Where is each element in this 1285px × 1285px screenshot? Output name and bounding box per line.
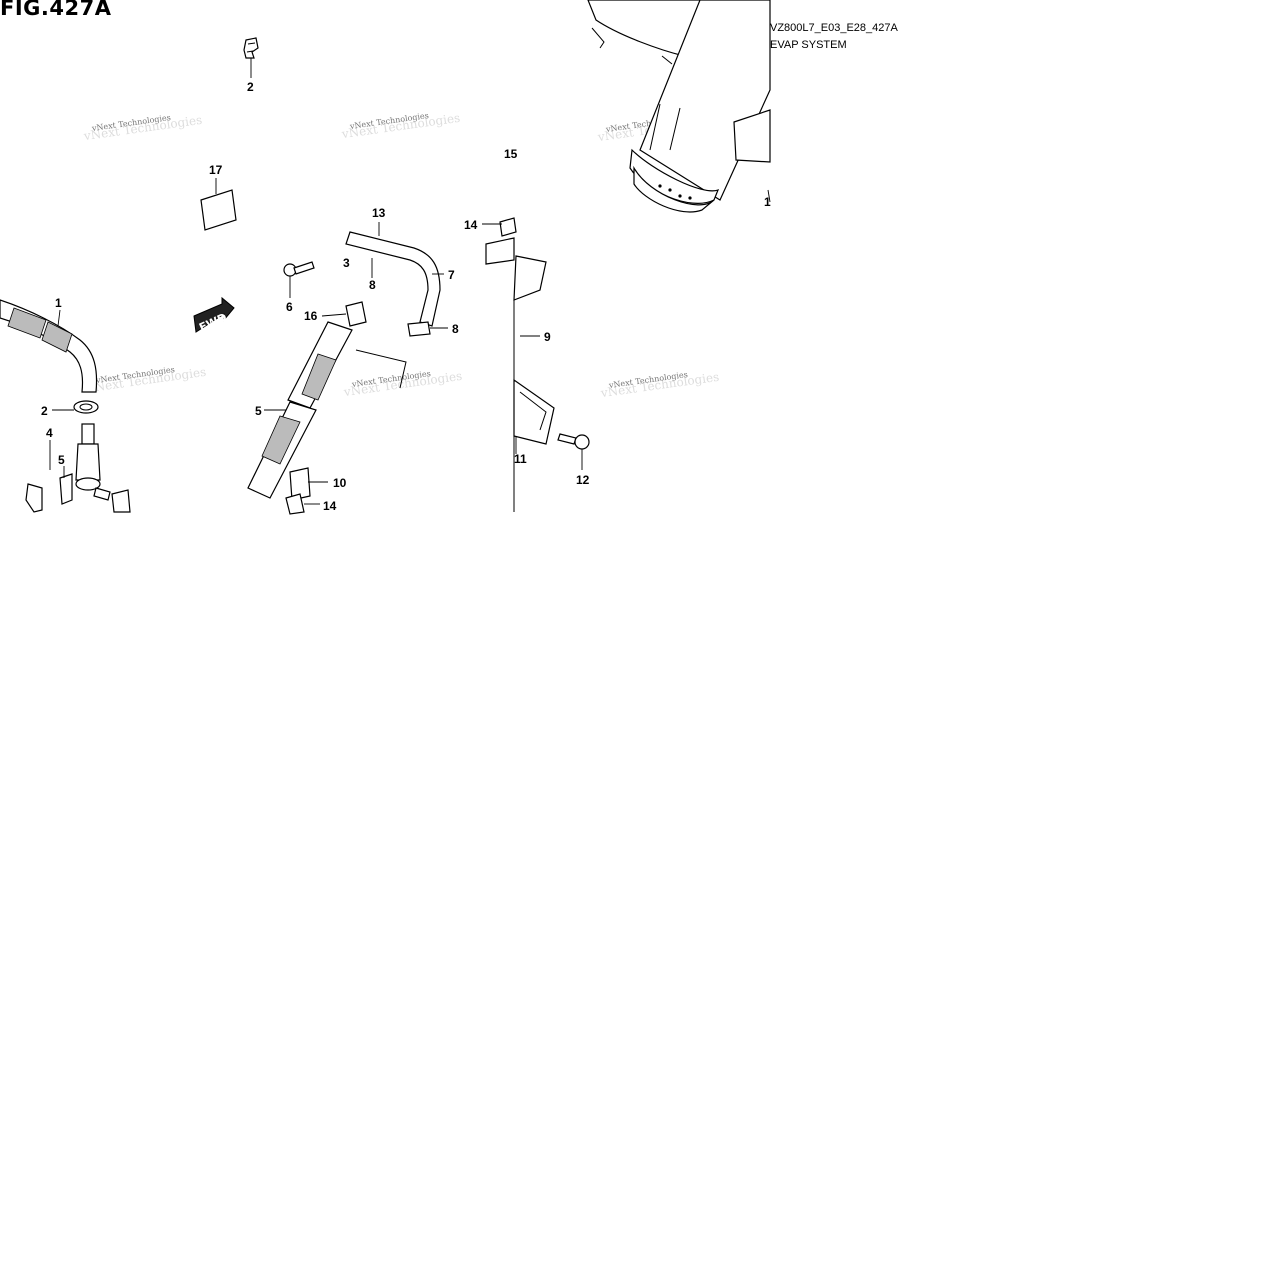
figure-name: EVAP SYSTEM [770, 39, 847, 51]
watermark-5: vNext Technologies vNext Technologies [342, 369, 463, 400]
callout-labels: 2 17 13 3 8 7 6 16 8 1 2 4 5 5 10 14 14 … [41, 80, 771, 513]
callout-17: 17 [209, 163, 223, 177]
callout-5-center: 5 [255, 404, 262, 418]
callout-6: 6 [286, 300, 293, 314]
callout-13: 13 [372, 206, 386, 220]
callout-4: 4 [46, 426, 53, 440]
figure-code: VZ800L7_E03_E28_427A [770, 22, 898, 34]
callout-9: 9 [544, 330, 551, 344]
callout-7: 7 [448, 268, 455, 282]
watermark-2: vNext Technologies vNext Technologies [340, 111, 461, 142]
callout-2-top: 2 [247, 80, 254, 94]
callout-10: 10 [333, 476, 347, 490]
watermark-1: vNext Technologies vNext Technologies [82, 113, 203, 144]
figure-title: FIG.427A [0, 0, 112, 20]
tank-large [587, 0, 771, 213]
callout-14-top: 14 [464, 218, 478, 232]
clamp-left [52, 400, 99, 414]
clip-bottom [285, 467, 328, 515]
bracket-11 [513, 378, 555, 454]
callout-2-left: 2 [41, 404, 48, 418]
callout-15: 15 [504, 147, 518, 161]
callout-5-left: 5 [58, 453, 65, 467]
clamp-16 [321, 301, 367, 327]
callout-11: 11 [514, 452, 527, 466]
callout-8-left: 8 [369, 278, 376, 292]
callout-14-bottom: 14 [323, 499, 337, 513]
callout-1-right: 1 [764, 195, 771, 209]
canister [482, 217, 547, 512]
callout-1-left: 1 [55, 296, 62, 310]
screw-6 [283, 261, 315, 298]
hose-long [247, 321, 407, 499]
fwd-badge: FWD [193, 296, 235, 334]
valve-assembly [25, 423, 131, 513]
screw-12 [557, 433, 590, 470]
clip-top [243, 37, 259, 78]
clamp-8 [407, 321, 448, 337]
callout-3: 3 [343, 256, 350, 270]
hose-upper [345, 222, 444, 327]
callout-16: 16 [304, 309, 318, 323]
callout-12: 12 [576, 473, 590, 487]
watermark-4: vNext Technologies vNext Technologies [86, 365, 207, 396]
watermark-6: vNext Technologies vNext Technologies [599, 370, 720, 401]
hose-left [0, 299, 98, 393]
callout-8-right: 8 [452, 322, 459, 336]
label-plate [200, 178, 237, 231]
